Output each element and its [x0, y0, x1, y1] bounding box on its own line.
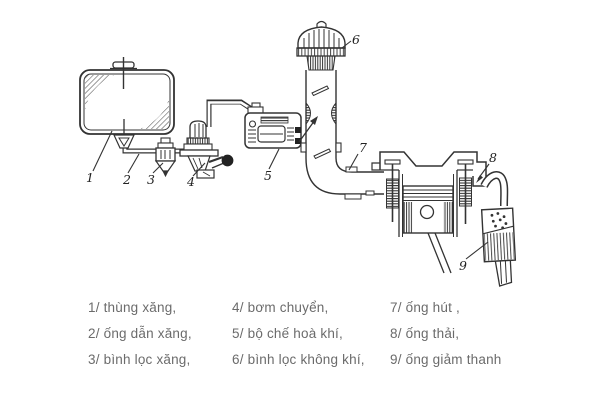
- legend-item-4: 4/ bơm chuyển,: [232, 300, 329, 315]
- intake-pipe-drawing: [305, 157, 384, 200]
- fuel-pump-drawing: [179, 120, 234, 179]
- part-label-1: 1: [86, 170, 94, 185]
- part-label-2: 2: [122, 172, 131, 187]
- part-label-3: 3: [147, 172, 155, 187]
- carburetor-drawing: [244, 102, 318, 149]
- legend-item-5: 5/ bộ chế hoà khí,: [232, 326, 343, 341]
- legend-column-3: 7/ ống hút , 8/ ống thải, 9/ ống giảm th…: [390, 295, 501, 373]
- legend-item-8: 8/ ống thải,: [390, 326, 460, 341]
- muffler-drawing: [480, 207, 517, 287]
- engine-cylinder-drawing: [371, 151, 487, 274]
- legend-item-7: 7/ ống hút ,: [390, 300, 460, 315]
- fuel-tank-cap: [110, 57, 137, 89]
- legend-column-1: 1/ thùng xăng, 2/ ống dẫn xăng, 3/ bình …: [88, 295, 192, 373]
- air-filter-drawing: [296, 20, 346, 71]
- part-label-5: 5: [264, 168, 272, 183]
- legend-item-1: 1/ thùng xăng,: [88, 300, 177, 315]
- piston-drawing: [402, 185, 454, 234]
- legend-item-6: 6/ bình lọc không khí,: [232, 352, 365, 367]
- connecting-rod-drawing: [427, 232, 452, 274]
- part-label-8: 8: [489, 150, 497, 165]
- legend-item-2: 2/ ống dẫn xăng,: [88, 326, 192, 341]
- part-label-9: 9: [459, 258, 467, 273]
- exhaust-pipe-drawing: [480, 171, 509, 207]
- fuel-filter-drawing: [154, 137, 177, 178]
- fuel-tank-drawing: [79, 57, 175, 149]
- carburetor-throat-drawing: [300, 70, 342, 160]
- exhaust-valve-drawing: [457, 159, 474, 224]
- intake-valve-drawing: [384, 159, 401, 222]
- part-label-4: 4: [186, 174, 195, 189]
- legend-item-3: 3/ bình lọc xăng,: [88, 352, 191, 367]
- part-label-6: 6: [352, 32, 360, 47]
- pump-lever: [208, 154, 234, 169]
- legend-column-2: 4/ bơm chuyển, 5/ bộ chế hoà khí, 6/ bìn…: [232, 295, 365, 373]
- part-label-7: 7: [359, 140, 367, 155]
- legend-item-9: 9/ ống giảm thanh: [390, 352, 502, 367]
- leader-8-arrowhead: [476, 175, 483, 183]
- leader-lines: [92, 40, 490, 260]
- fuel-spray-arrow: [298, 116, 318, 143]
- fuel-system-diagram: 1 2 3 4 5 6 7 8 9: [79, 20, 517, 287]
